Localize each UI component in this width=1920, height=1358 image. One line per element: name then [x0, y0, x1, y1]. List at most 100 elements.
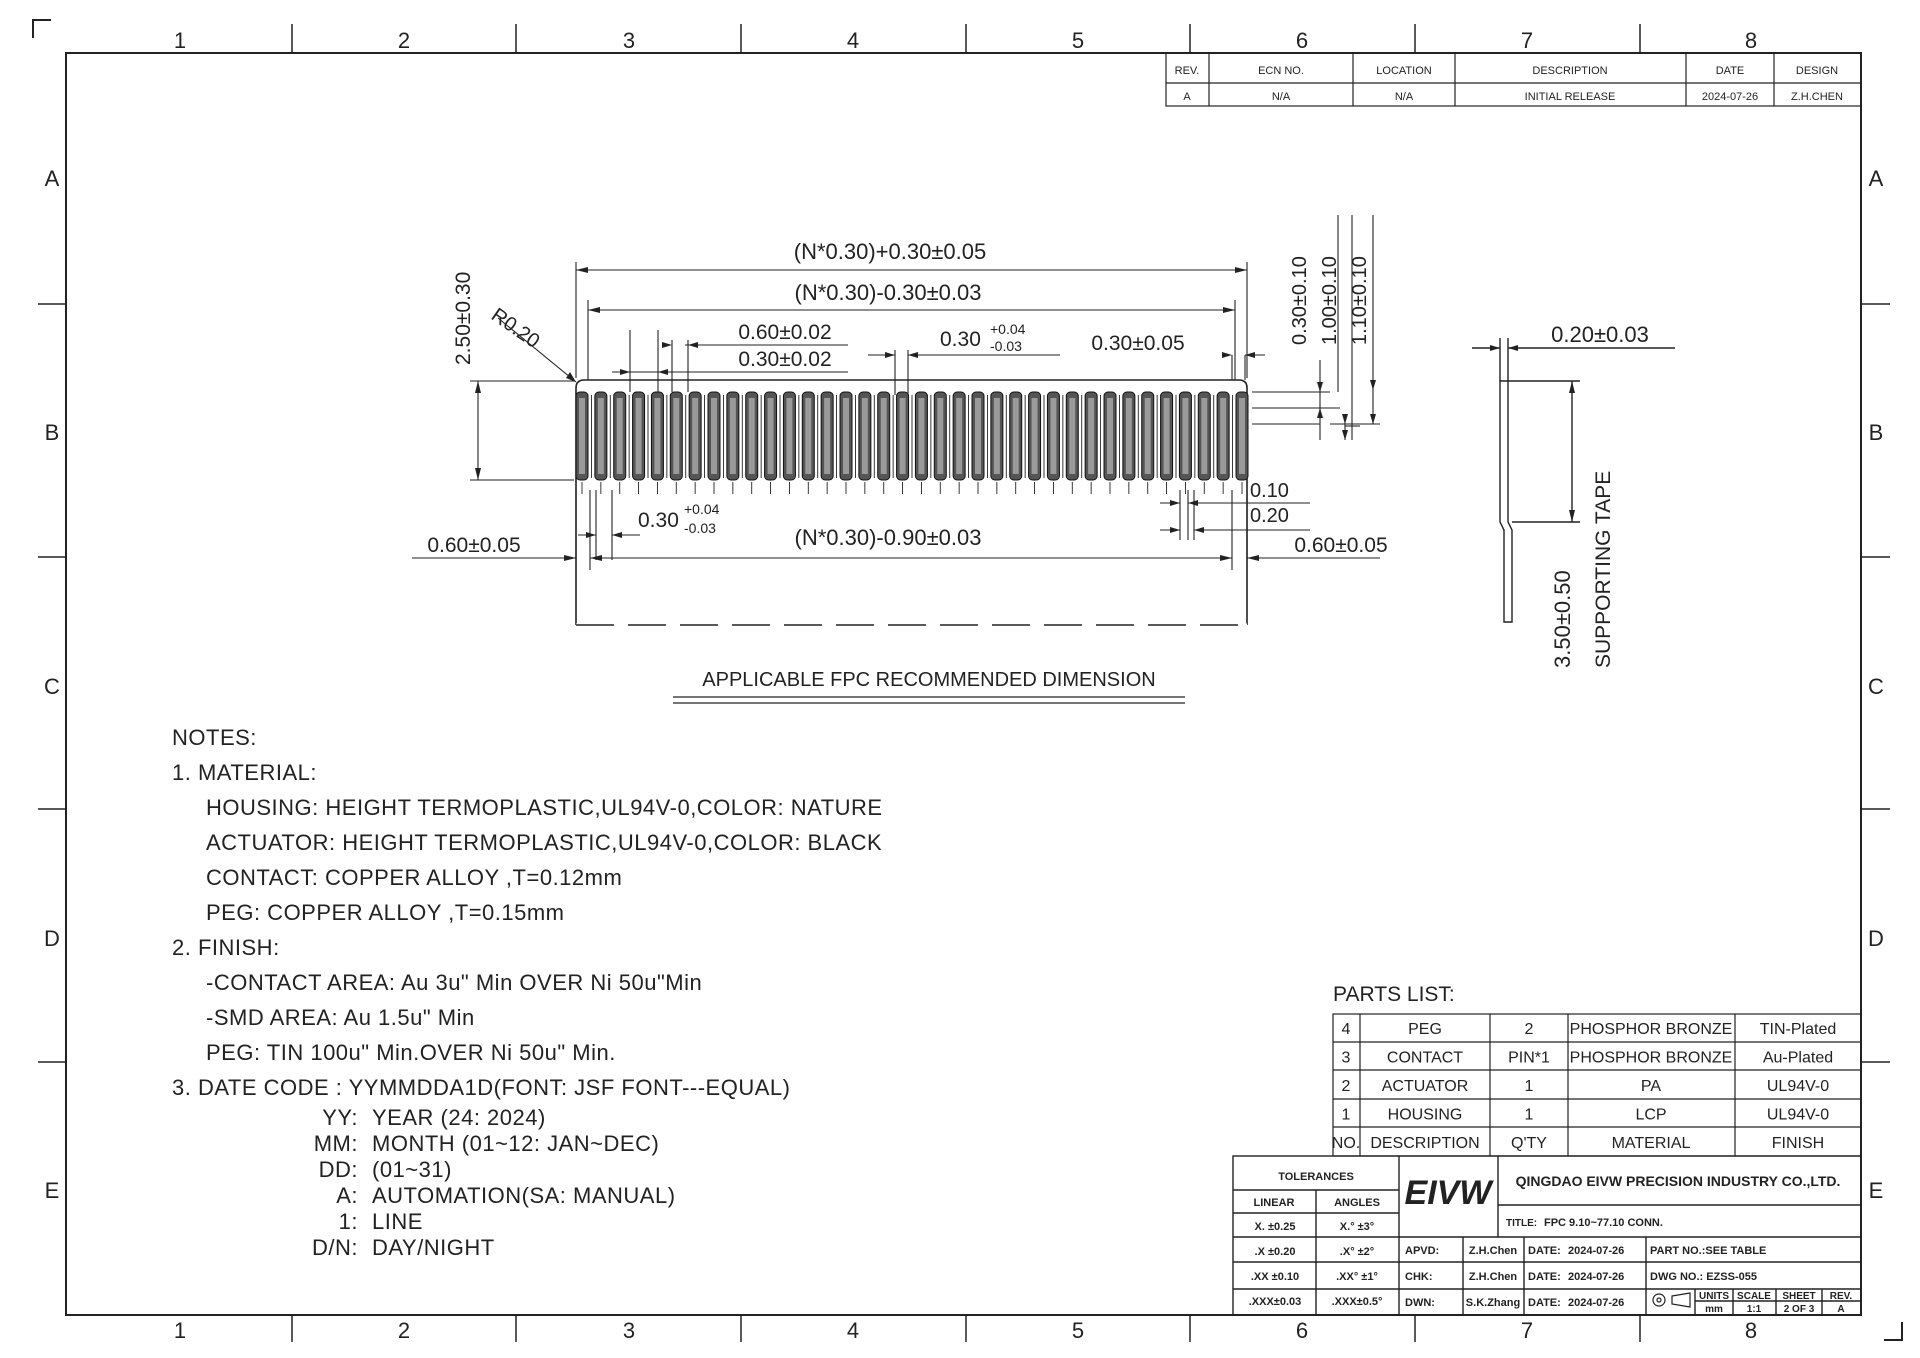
parts-header-1: DESCRIPTION — [1370, 1135, 1479, 1152]
parts-cell-0-0: 4 — [1342, 1021, 1351, 1038]
zone-row-right-E: E — [1869, 1178, 1884, 1203]
signoff-label-2: DWN: — [1405, 1297, 1435, 1309]
parts-cell-0-2: 2 — [1525, 1021, 1534, 1038]
notes-smd-area: -SMD AREA: Au 1.5u" Min — [206, 1005, 475, 1030]
corner-mark-bottom-right — [1884, 1322, 1903, 1341]
parts-cell-1-2: PIN*1 — [1508, 1050, 1550, 1067]
date-code-row: YY:YEAR (24: 2024) — [172, 1105, 883, 1131]
units-value: mm — [1705, 1304, 1723, 1315]
zone-col-bottom-4: 4 — [847, 1318, 859, 1343]
side-view — [1472, 338, 1675, 623]
date-code-value: YEAR (24: 2024) — [372, 1105, 546, 1130]
rev-cell-3: INITIAL RELEASE — [1525, 91, 1616, 103]
rev-value: A — [1837, 1304, 1844, 1315]
units-label: UNITS — [1699, 1291, 1729, 1302]
parts-cell-0-4: TIN-Plated — [1760, 1021, 1836, 1038]
date-code-value: MONTH (01~12: JAN~DEC) — [372, 1131, 660, 1156]
parts-header-3: MATERIAL — [1612, 1135, 1691, 1152]
fpc-pad-highlight — [937, 398, 944, 474]
date-code-row: D/N:DAY/NIGHT — [172, 1235, 883, 1261]
scale-label: SCALE — [1737, 1291, 1771, 1302]
fpc-pad-highlight — [597, 398, 604, 474]
dim-pitch-tol-minus: -0.03 — [990, 338, 1022, 354]
fpc-pad-highlight — [692, 398, 699, 474]
dim-left-offset: 0.60±0.05 — [427, 534, 520, 557]
fpc-pad-highlight — [579, 398, 585, 474]
date-code-row: A:AUTOMATION(SA: MANUAL) — [172, 1183, 883, 1209]
dim-right-offset: 0.60±0.05 — [1294, 534, 1387, 557]
zone-row-left-B: B — [45, 420, 60, 445]
parts-cell-3-3: LCP — [1635, 1107, 1666, 1124]
fpc-pad-highlight — [767, 398, 774, 474]
drawing-caption: APPLICABLE FPC RECOMMENDED DIMENSION — [702, 669, 1155, 691]
parts-cell-0-3: PHOSPHOR BRONZE — [1570, 1021, 1733, 1038]
fpc-pad-highlight — [1069, 398, 1076, 474]
corner-mark-top-left — [32, 19, 51, 38]
rev-header-3: DESCRIPTION — [1532, 65, 1607, 77]
notes-material-heading: 1. MATERIAL: — [172, 760, 317, 785]
date-code-row: DD:(01~31) — [172, 1157, 883, 1183]
tol-linear-3: .XXX±0.03 — [1249, 1296, 1302, 1308]
dim-right-pitch: 0.30±0.05 — [1091, 332, 1184, 355]
rev-cell-5: Z.H.CHEN — [1791, 91, 1843, 103]
fpc-pad-highlight — [654, 398, 661, 474]
side-view-arrows — [1490, 345, 1575, 522]
fpc-pad-highlight — [993, 398, 1000, 474]
zone-col-top-6: 6 — [1296, 28, 1308, 53]
parts-cell-2-4: UL94V-0 — [1767, 1078, 1829, 1095]
parts-cell-3-0: 1 — [1342, 1107, 1351, 1124]
date-code-key: D/N: — [312, 1235, 358, 1260]
linear-label: LINEAR — [1254, 1197, 1295, 1209]
company-name: QINGDAO EIVW PRECISION INDUSTRY CO.,LTD. — [1516, 1173, 1841, 1189]
tol-angle-1: .X° ±2° — [1340, 1246, 1374, 1258]
notes-finish-heading: 2. FINISH: — [172, 935, 280, 960]
rev-header-0: REV. — [1175, 65, 1200, 77]
fpc-pad-highlight — [975, 398, 981, 474]
fpc-pad-highlight — [824, 398, 831, 474]
date-code-row: 1:LINE — [172, 1209, 883, 1235]
dim-inner-bottom: (N*0.30)-0.90±0.03 — [795, 525, 982, 550]
zone-col-top-3: 3 — [623, 28, 635, 53]
notes-date-code-rows: YY:YEAR (24: 2024)MM:MONTH (01~12: JAN~D… — [172, 1105, 883, 1261]
rev-label: REV. — [1830, 1291, 1853, 1302]
dimension-arrows — [475, 267, 1376, 561]
dim-pad-gap: 0.30±0.02 — [738, 348, 831, 371]
notes-title: NOTES: — [172, 725, 257, 750]
fpc-pad-highlight — [1088, 398, 1095, 474]
dim-0-10: 0.10 — [1250, 480, 1289, 502]
fpc-pad-highlight — [1163, 398, 1170, 474]
title-value: FPC 9.10~77.10 CONN. — [1544, 1217, 1663, 1229]
parts-cell-1-1: CONTACT — [1387, 1050, 1463, 1067]
angles-label: ANGLES — [1334, 1197, 1380, 1209]
zone-row-left-D: D — [44, 926, 60, 951]
date-value-1: 2024-07-26 — [1568, 1271, 1624, 1283]
zone-row-left-A: A — [45, 166, 60, 191]
fpc-pad-highlight — [711, 398, 717, 474]
dim-pad-width: 0.60±0.02 — [738, 321, 831, 344]
signoff-name-1: Z.H.Chen — [1469, 1271, 1518, 1283]
rev-cell-4: 2024-07-26 — [1702, 91, 1758, 103]
zone-row-right-D: D — [1868, 926, 1884, 951]
fpc-pad-highlight — [880, 398, 887, 474]
rev-cell-1: N/A — [1272, 91, 1291, 103]
dim-inner-top: (N*0.30)-0.30±0.03 — [795, 280, 982, 305]
parts-cell-1-3: PHOSPHOR BRONZE — [1570, 1050, 1733, 1067]
zone-ticks — [38, 24, 1890, 1342]
parts-cell-3-2: 1 — [1525, 1107, 1534, 1124]
date-code-row: MM:MONTH (01~12: JAN~DEC) — [172, 1131, 883, 1157]
zone-row-right-A: A — [1869, 166, 1884, 191]
scale-value: 1:1 — [1747, 1304, 1762, 1315]
zone-col-top-7: 7 — [1521, 28, 1533, 53]
notes-block: NOTES: 1. MATERIAL: HOUSING: HEIGHT TERM… — [172, 720, 883, 1261]
fpc-pad-highlight — [1239, 398, 1245, 474]
dim-thickness: 0.20±0.03 — [1551, 322, 1649, 347]
parts-cell-2-3: PA — [1641, 1078, 1661, 1095]
notes-actuator: ACTUATOR: HEIGHT TERMOPLASTIC,UL94V-0,CO… — [206, 830, 883, 855]
dim-radius: R0.20 — [487, 304, 543, 353]
fpc-pad-highlight — [1201, 398, 1208, 474]
rev-header-1: ECN NO. — [1258, 65, 1304, 77]
